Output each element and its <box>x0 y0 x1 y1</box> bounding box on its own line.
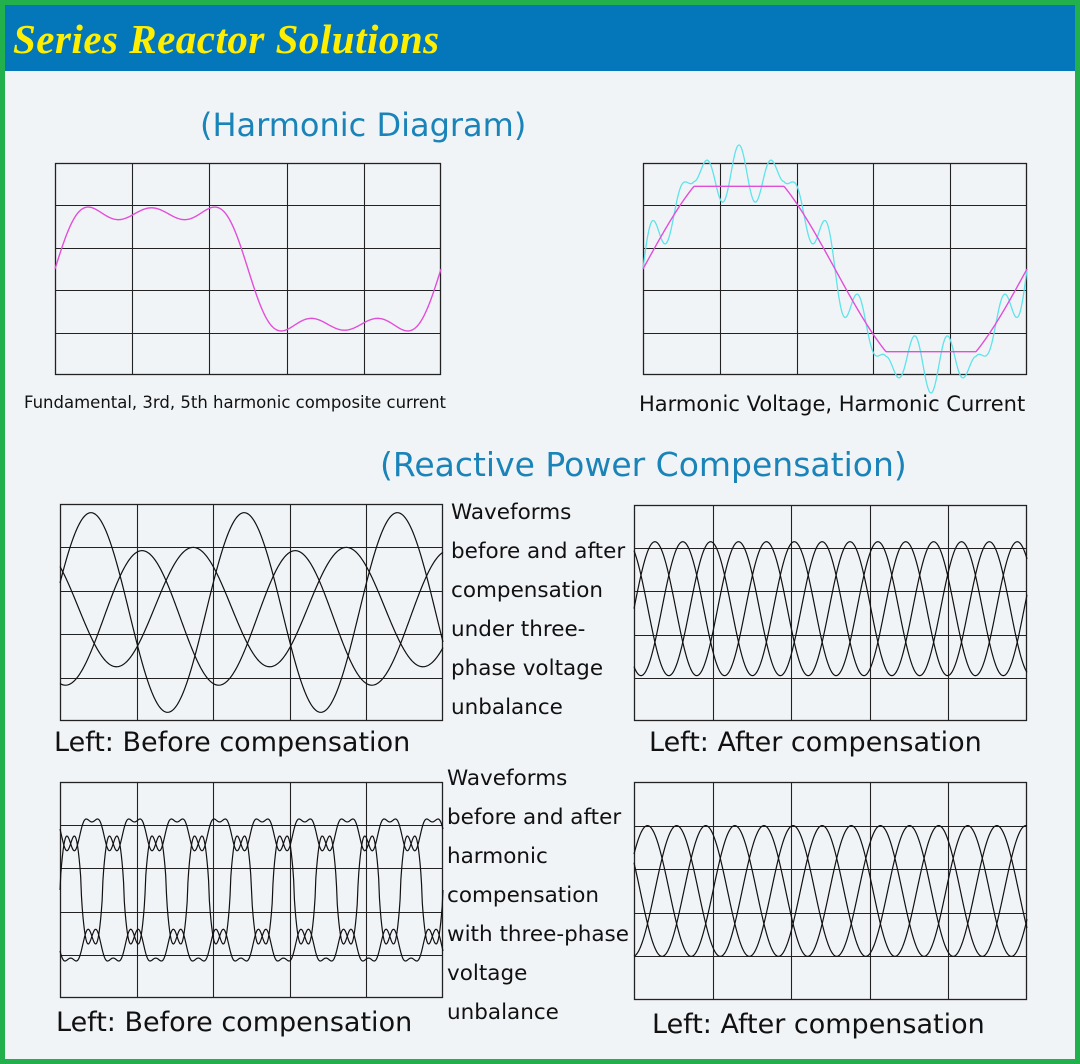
plot-border <box>59 503 444 722</box>
waveforms <box>59 512 444 713</box>
description-line: unbalance <box>451 695 563 720</box>
waveforms <box>642 144 1028 394</box>
unbalance-after-caption: Left: After compensation <box>649 727 982 758</box>
page-title: Series Reactor Solutions <box>13 16 440 62</box>
phase-wave-2 <box>633 825 1028 957</box>
description-line: under three- <box>451 617 586 642</box>
composite-current-caption: Fundamental, 3rd, 5th harmonic composite… <box>24 393 447 412</box>
harmonic-voltage-wave <box>642 185 1028 353</box>
waveforms <box>54 206 442 332</box>
phase-wave-1 <box>633 825 1028 957</box>
phase-wave-2 <box>633 541 1028 677</box>
harmonic-vi-caption: Harmonic Voltage, Harmonic Current <box>639 392 1026 416</box>
plot-grid <box>633 781 1028 1001</box>
waveforms <box>633 825 1028 957</box>
description-line: compensation <box>451 578 603 603</box>
harmonic-description: Waveforms before and after harmonic comp… <box>447 759 629 1032</box>
waveforms <box>633 541 1028 677</box>
description-line: before and after <box>447 805 622 830</box>
description-line: unbalance <box>447 1000 559 1025</box>
description-line: harmonic <box>447 844 548 869</box>
description-line: voltage <box>447 961 528 986</box>
reactive-power-heading: (Reactive Power Compensation) <box>380 445 907 484</box>
waveforms <box>59 818 444 962</box>
plot-grid <box>59 503 444 722</box>
description-line: Waveforms <box>447 766 568 791</box>
plot-border <box>633 781 1028 1001</box>
harmonic-diagram-heading: (Harmonic Diagram) <box>200 106 527 144</box>
harmonic-after-caption: Left: After compensation <box>652 1009 985 1040</box>
distorted-phase-wave-2 <box>59 818 444 962</box>
description-line: with three-phase <box>447 922 629 947</box>
harmonic-voltage-current-plot <box>642 144 1028 394</box>
description-line: compensation <box>447 883 599 908</box>
description-line: Waveforms <box>451 500 572 525</box>
description-line: phase voltage <box>451 656 604 681</box>
plot-grid <box>54 162 442 376</box>
harmonic-before-caption: Left: Before compensation <box>56 1007 413 1038</box>
phase-c-wave <box>59 550 444 686</box>
harmonic-before-plot <box>59 781 444 999</box>
composite-current-wave <box>54 206 442 332</box>
unbalance-after-plot <box>633 504 1028 722</box>
title-banner: Series Reactor Solutions <box>5 5 1075 71</box>
distorted-phase-wave-1 <box>59 818 444 962</box>
distorted-phase-wave-0 <box>59 818 444 962</box>
composite-current-waveform-plot <box>54 162 442 376</box>
phase-b-wave <box>59 546 444 668</box>
unbalance-before-caption: Left: Before compensation <box>54 727 411 758</box>
phase-wave-1 <box>633 541 1028 677</box>
description-line: before and after <box>451 539 626 564</box>
phase-wave-0 <box>633 825 1028 957</box>
plot-grid <box>633 504 1028 722</box>
page-frame: Series Reactor Solutions (Harmonic Diagr… <box>5 5 1075 1059</box>
phase-a-wave <box>59 512 444 713</box>
harmonic-after-plot <box>633 781 1028 1001</box>
plot-border <box>633 504 1028 722</box>
unbalance-before-plot <box>59 503 444 722</box>
unbalance-description: Waveforms before and after compensation … <box>451 493 625 727</box>
